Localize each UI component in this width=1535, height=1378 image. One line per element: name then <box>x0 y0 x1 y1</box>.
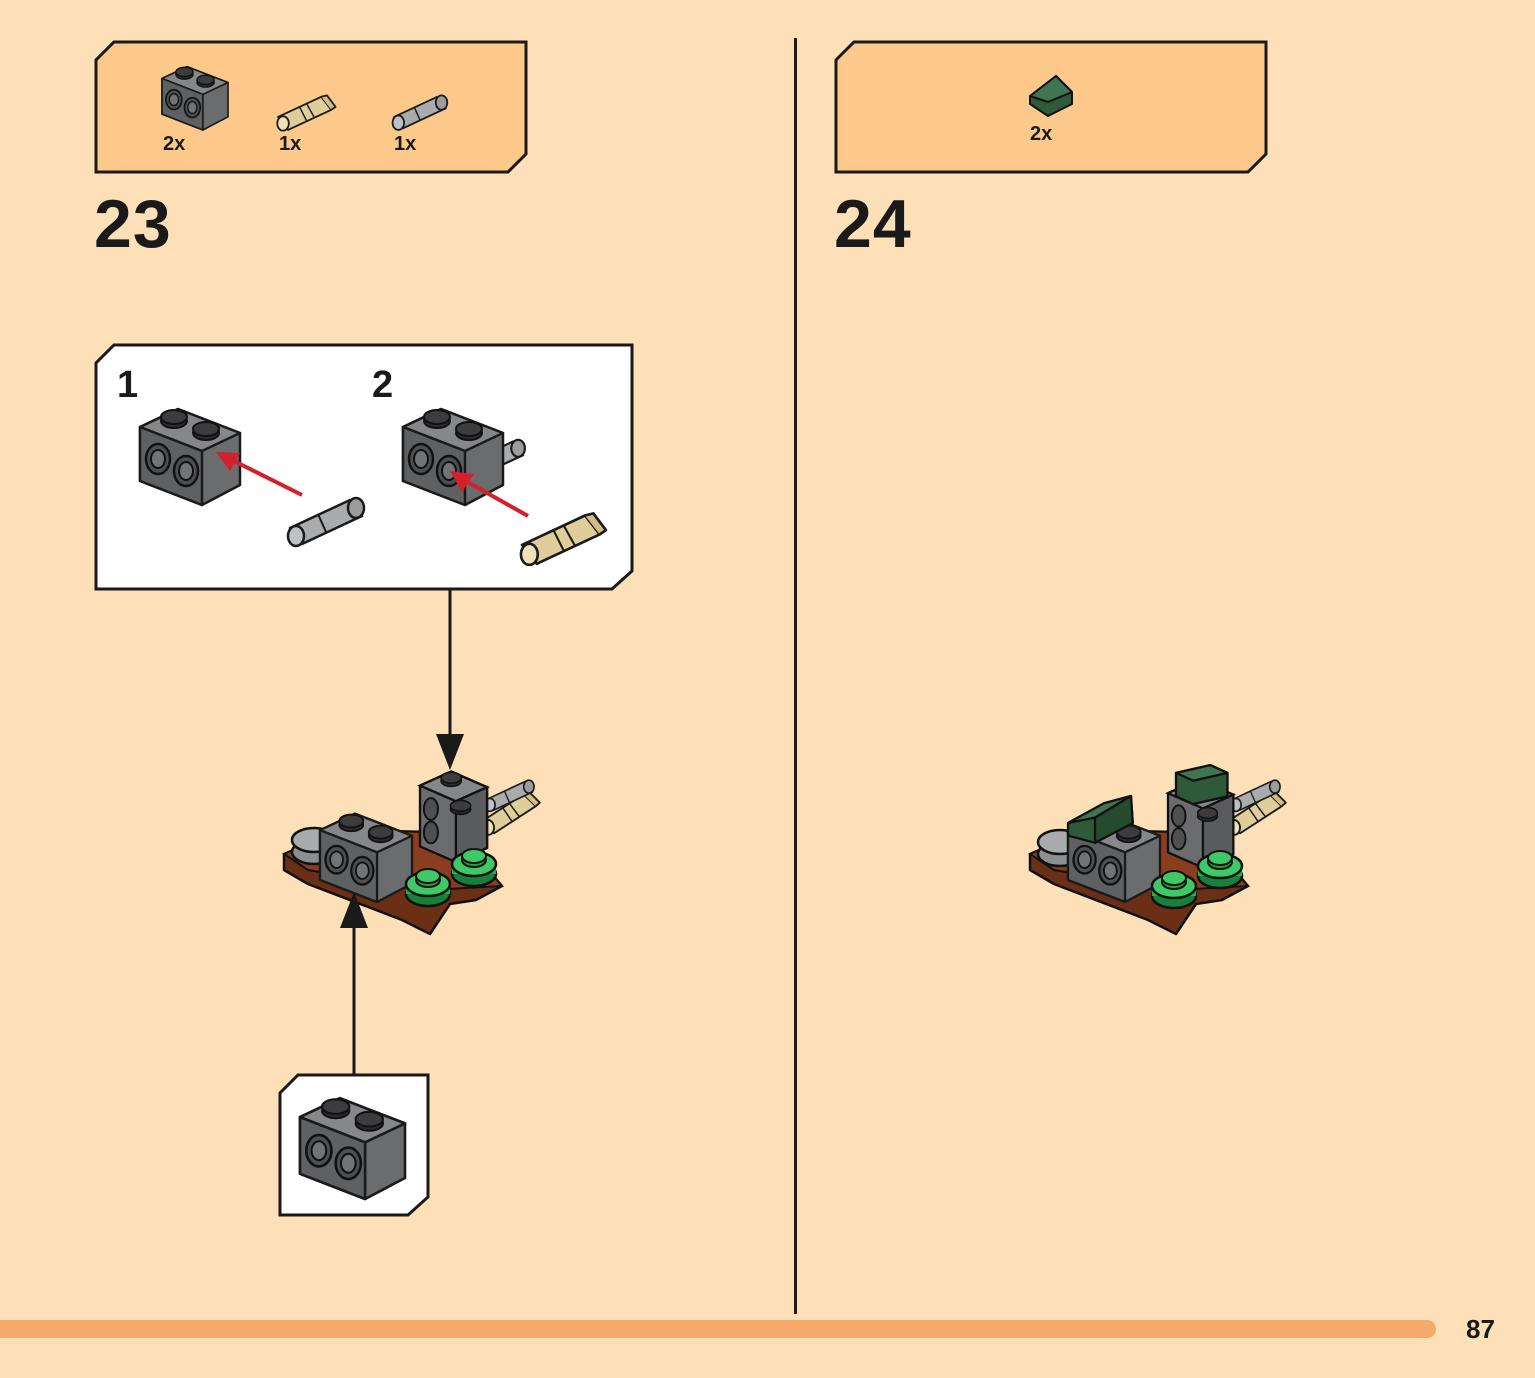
technic-brick-1x2-dark-gray-icon <box>161 65 229 131</box>
sub-step-2-red-arrow <box>450 471 529 518</box>
sub-step-box <box>94 343 634 591</box>
part-qty-slope-brick: 2x <box>1030 123 1053 145</box>
sub-step-number-2: 2 <box>372 364 394 406</box>
technic-pin-light-gray-icon <box>391 94 449 131</box>
part-qty-axle-pin: 1x <box>279 133 302 155</box>
sub-assembly-technic-brick <box>298 1096 407 1201</box>
step-number-24: 24 <box>834 186 912 262</box>
step-24-model-assembly <box>1027 763 1291 936</box>
sub-step-number-1: 1 <box>117 364 139 406</box>
up-arrow-to-model <box>340 892 368 1076</box>
step-number-23: 23 <box>94 186 172 262</box>
slope-brick-dark-green-icon <box>1029 75 1073 117</box>
technic-axle-pin-tan-icon <box>276 94 337 132</box>
part-qty-gray-pin: 1x <box>394 133 417 155</box>
sub-step-2-tan-axle-pin <box>519 512 608 567</box>
down-arrow-to-model <box>436 590 464 770</box>
page-divider <box>794 38 797 1314</box>
page-number: 87 <box>1466 1314 1495 1344</box>
sub-step-1-red-arrow <box>216 452 303 497</box>
footer-bar <box>0 1320 1436 1338</box>
sub-step-1-gray-pin <box>286 496 366 548</box>
part-qty-technic-brick: 2x <box>163 133 186 155</box>
step-23-model-assembly <box>281 770 545 936</box>
